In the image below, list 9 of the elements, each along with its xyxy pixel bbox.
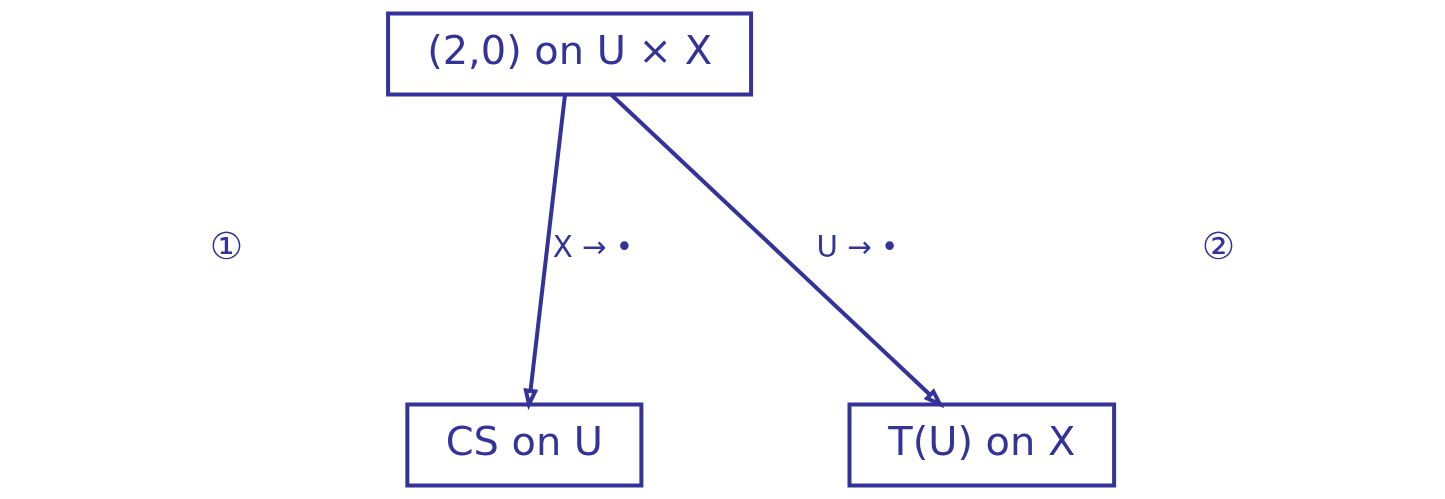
label: ②: [1201, 223, 1236, 268]
node-box: T(U) on X: [847, 402, 1117, 488]
edge-label: U → •: [816, 229, 899, 264]
arrow: [610, 93, 945, 409]
edge-label: X → •: [552, 229, 634, 264]
arrow: [523, 94, 567, 411]
node-box: (2,0) on U × X: [386, 11, 754, 97]
label: ①: [209, 223, 244, 268]
node-box: CS on U: [405, 402, 644, 488]
